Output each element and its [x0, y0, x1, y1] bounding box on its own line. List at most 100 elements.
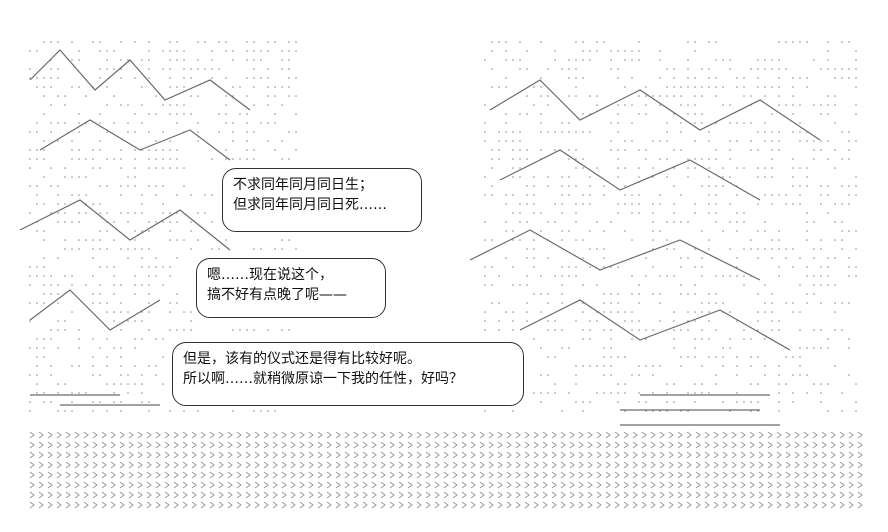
texture-dot [120, 41, 122, 43]
ground-mark [47, 431, 53, 439]
texture-dot [519, 140, 521, 142]
texture-dot [540, 131, 542, 133]
ground-mark [371, 441, 377, 449]
ground-mark [209, 431, 215, 439]
ground-mark [740, 491, 746, 499]
ground-mark [569, 461, 575, 469]
texture-dot [806, 221, 808, 223]
texture-dot [701, 383, 703, 385]
ground-mark [470, 461, 476, 469]
texture-dot [505, 41, 507, 43]
texture-dot [169, 275, 171, 277]
texture-dot [792, 302, 794, 304]
texture-dot [36, 194, 38, 196]
ground-mark [92, 471, 98, 479]
texture-dot [547, 104, 549, 106]
texture-dot [827, 95, 829, 97]
texture-dot [211, 59, 213, 61]
ground-mark [614, 441, 620, 449]
texture-dot [253, 104, 255, 106]
texture-dot [834, 149, 836, 151]
texture-dot [519, 131, 521, 133]
texture-dot [113, 284, 115, 286]
texture-dot [169, 50, 171, 52]
texture-dot [547, 95, 549, 97]
texture-dot [666, 140, 668, 142]
texture-dot [71, 41, 73, 43]
texture-dot [78, 347, 80, 349]
texture-dot [778, 140, 780, 142]
texture-dot [512, 140, 514, 142]
texture-dot [190, 95, 192, 97]
ground-mark [515, 481, 521, 489]
ground-mark [803, 481, 809, 489]
texture-dot [85, 239, 87, 241]
ground-mark [479, 451, 485, 459]
texture-dot [694, 158, 696, 160]
texture-dot [743, 212, 745, 214]
texture-dot [813, 347, 815, 349]
texture-dot [498, 320, 500, 322]
texture-dot [827, 59, 829, 61]
texture-dot [71, 248, 73, 250]
texture-dot [687, 176, 689, 178]
texture-dot [554, 59, 556, 61]
texture-dot [841, 68, 843, 70]
texture-dot [43, 41, 45, 43]
ground-mark [704, 441, 710, 449]
texture-dot [113, 95, 115, 97]
ground-mark [416, 491, 422, 499]
texture-dot [680, 221, 682, 223]
ground-mark [569, 471, 575, 479]
texture-dot [596, 167, 598, 169]
texture-dot [99, 203, 101, 205]
texture-dot [694, 356, 696, 358]
ground-mark [587, 471, 593, 479]
texture-dot [491, 149, 493, 151]
ground-mark [488, 471, 494, 479]
texture-dot [624, 140, 626, 142]
texture-dot [295, 248, 297, 250]
texture-dot [57, 284, 59, 286]
texture-dot [554, 320, 556, 322]
ground-mark [479, 501, 485, 509]
texture-dot [106, 68, 108, 70]
texture-dot [169, 212, 171, 214]
texture-dot [29, 284, 31, 286]
texture-dot [547, 392, 549, 394]
texture-dot [498, 41, 500, 43]
ground-mark [362, 441, 368, 449]
texture-dot [834, 203, 836, 205]
ground-mark [560, 481, 566, 489]
texture-dot [820, 149, 822, 151]
ground-mark [686, 441, 692, 449]
ground-mark [164, 501, 170, 509]
texture-dot [526, 50, 528, 52]
texture-dot [715, 383, 717, 385]
ground-mark [614, 481, 620, 489]
ground-mark [353, 491, 359, 499]
texture-dot [211, 194, 213, 196]
texture-dot [29, 320, 31, 322]
texture-dot [155, 113, 157, 115]
texture-dot [582, 194, 584, 196]
texture-dot [92, 293, 94, 295]
texture-dot [750, 122, 752, 124]
ground-mark [794, 431, 800, 439]
texture-dot [113, 266, 115, 268]
texture-dot [743, 284, 745, 286]
texture-dot [540, 392, 542, 394]
texture-dot [484, 320, 486, 322]
ground-mark [740, 431, 746, 439]
ground-mark [596, 431, 602, 439]
texture-dot [736, 140, 738, 142]
texture-dot [680, 329, 682, 331]
ground-mark [767, 441, 773, 449]
texture-dot [848, 302, 850, 304]
ground-mark [38, 491, 44, 499]
texture-dot [134, 176, 136, 178]
texture-dot [666, 176, 668, 178]
texture-dot [176, 329, 178, 331]
ground-mark [461, 451, 467, 459]
texture-dot [694, 383, 696, 385]
